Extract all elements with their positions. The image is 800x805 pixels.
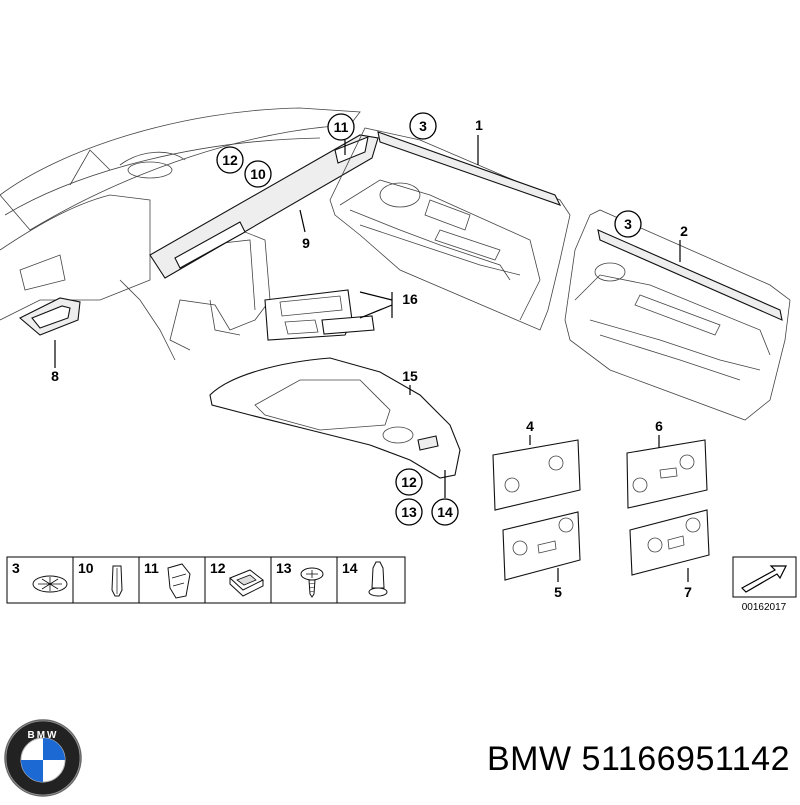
callout-12-console-label: 12 xyxy=(401,474,417,490)
callout-14-label: 14 xyxy=(437,504,453,520)
label-8: 8 xyxy=(51,368,59,384)
label-9: 9 xyxy=(302,235,310,251)
callout-3-door1: 3 xyxy=(409,112,437,140)
dashboard-drawing xyxy=(0,107,379,361)
orientation-arrow-box xyxy=(732,556,797,598)
front-door-drawing xyxy=(329,127,571,331)
legend-num-10: 10 xyxy=(78,560,94,576)
callout-10-label: 10 xyxy=(250,166,266,182)
bmw-logo-icon: BMW xyxy=(4,719,82,797)
legend-num-11: 11 xyxy=(144,560,159,576)
callout-3-door2-label: 3 xyxy=(624,216,632,232)
brand-name: BMW xyxy=(486,740,572,778)
legend-num-13: 13 xyxy=(276,560,292,576)
callout-11: 11 xyxy=(327,113,355,141)
label-16: 16 xyxy=(402,291,418,307)
callout-12-top: 12 xyxy=(216,146,244,174)
legend-num-3: 3 xyxy=(12,560,20,576)
callout-12-top-label: 12 xyxy=(222,152,238,168)
diagram-code: 00162017 xyxy=(742,602,787,613)
clip-star-icon xyxy=(32,575,68,593)
callout-11-label: 11 xyxy=(334,119,349,135)
console-trim-drawing xyxy=(209,357,461,479)
label-1: 1 xyxy=(475,117,483,133)
clip-nut-icon xyxy=(229,569,264,597)
callout-3-door1-label: 3 xyxy=(419,118,427,134)
center-panel-drawing xyxy=(264,289,375,341)
callout-3-door2: 3 xyxy=(614,210,642,238)
screw-icon xyxy=(300,567,324,598)
part-caption: BMW 51166951142 xyxy=(410,740,790,790)
label-2: 2 xyxy=(680,223,688,239)
fastener-legend: 3 10 11 12 13 14 xyxy=(6,556,406,604)
callout-13-label: 13 xyxy=(401,504,417,520)
label-6: 6 xyxy=(655,418,663,434)
legend-num-14: 14 xyxy=(342,560,358,576)
rear-vent-panels-drawing xyxy=(492,439,710,581)
spring-clip-icon xyxy=(167,563,191,599)
legend-num-12: 12 xyxy=(210,560,226,576)
label-7: 7 xyxy=(684,584,692,600)
expanding-rivet-icon xyxy=(111,565,123,597)
leader-lines xyxy=(54,135,689,582)
label-15: 15 xyxy=(402,368,418,384)
rear-door-drawing xyxy=(564,209,791,421)
label-5: 5 xyxy=(554,584,562,600)
bmw-logo-lettering: BMW xyxy=(28,730,59,741)
callout-12-console: 12 xyxy=(395,468,423,496)
callout-13: 13 xyxy=(395,498,423,526)
part-number: 51166951142 xyxy=(581,740,790,778)
callout-10: 10 xyxy=(244,160,272,188)
label-4: 4 xyxy=(526,418,534,434)
callout-14: 14 xyxy=(431,498,459,526)
plastic-rivet-icon xyxy=(368,561,388,597)
